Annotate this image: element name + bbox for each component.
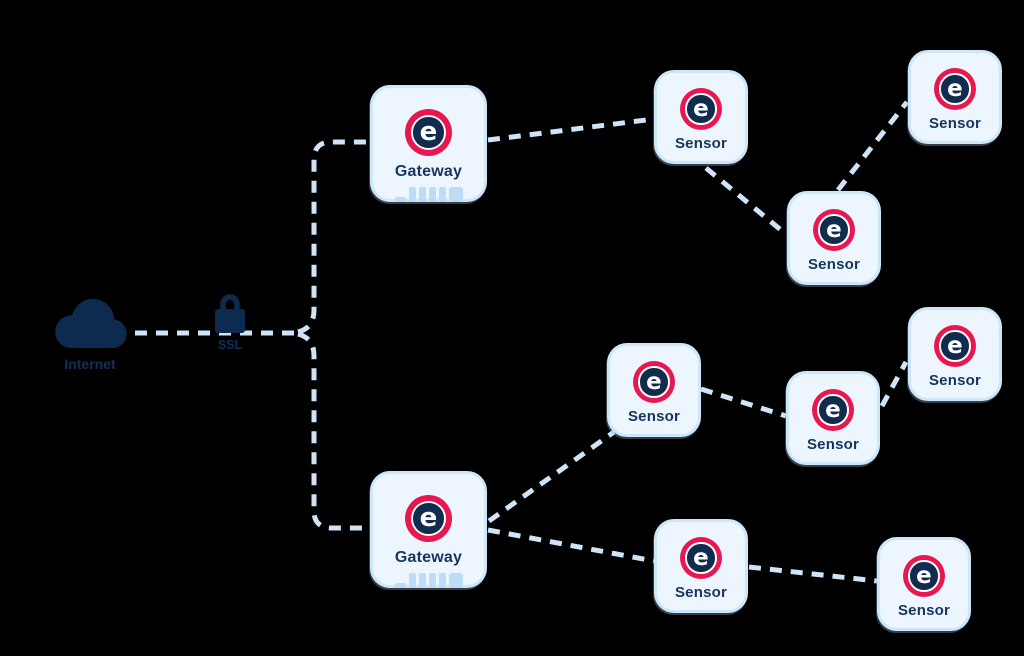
sensor-7-node: e Sensor — [654, 519, 748, 613]
node-label: Sensor — [928, 372, 982, 389]
node-label: Sensor — [627, 408, 681, 425]
brand-e-logo-icon: e — [680, 537, 722, 579]
internet-label: Internet — [64, 356, 116, 372]
ssl-label: SSL — [217, 338, 243, 352]
node-label: Gateway — [394, 549, 463, 566]
brand-e-logo-icon: e — [934, 68, 976, 110]
node-label: Gateway — [394, 163, 463, 180]
brand-e-logo-icon: e — [812, 389, 854, 431]
connection-sensor-5-to-sensor-6 — [879, 360, 909, 408]
brand-e-logo-icon: e — [680, 88, 722, 130]
sensor-5-node: e Sensor — [786, 371, 880, 465]
connection-gateway-2-to-sensor-7 — [487, 527, 655, 564]
node-label: Sensor — [674, 584, 728, 601]
connection-gateway-2-to-sensor-4 — [487, 429, 616, 524]
node-label: Sensor — [674, 135, 728, 152]
connection-branch-to-gateway-2 — [297, 331, 368, 531]
sensor-4-node: e Sensor — [607, 343, 701, 437]
lock-icon — [215, 294, 245, 333]
sensor-8-node: e Sensor — [877, 537, 971, 631]
sensor-6-node: e Sensor — [908, 307, 1002, 401]
node-label: Sensor — [928, 115, 982, 132]
node-label: Sensor — [897, 602, 951, 619]
brand-e-logo-icon: e — [633, 361, 675, 403]
node-label: Sensor — [807, 256, 861, 273]
connection-sensor-4-to-sensor-5 — [700, 386, 787, 419]
sensor-1-node: e Sensor — [654, 70, 748, 164]
signal-strength-icon — [394, 186, 463, 202]
brand-e-logo-icon: e — [813, 209, 855, 251]
sensor-2-node: e Sensor — [908, 50, 1002, 144]
cloud-icon — [55, 298, 127, 349]
internet-endpoint: Internet — [44, 295, 136, 372]
signal-strength-icon — [394, 572, 463, 588]
brand-e-logo-icon: e — [405, 495, 452, 542]
brand-e-logo-icon: e — [934, 325, 976, 367]
connection-gateway-1-to-sensor-1 — [487, 116, 655, 143]
connection-sensor-1-to-sensor-3 — [704, 166, 789, 237]
gateway-1-node: e Gateway — [370, 85, 487, 202]
connection-sensor-3-to-sensor-2 — [836, 100, 909, 192]
connection-branch-to-gateway-1 — [297, 139, 368, 335]
node-label: Sensor — [806, 436, 860, 453]
gateway-2-node: e Gateway — [370, 471, 487, 588]
brand-e-logo-icon: e — [405, 109, 452, 156]
connection-sensor-7-to-sensor-8 — [748, 564, 878, 584]
sensor-3-node: e Sensor — [787, 191, 881, 285]
ssl-endpoint: SSL — [208, 292, 252, 352]
brand-e-logo-icon: e — [903, 555, 945, 597]
